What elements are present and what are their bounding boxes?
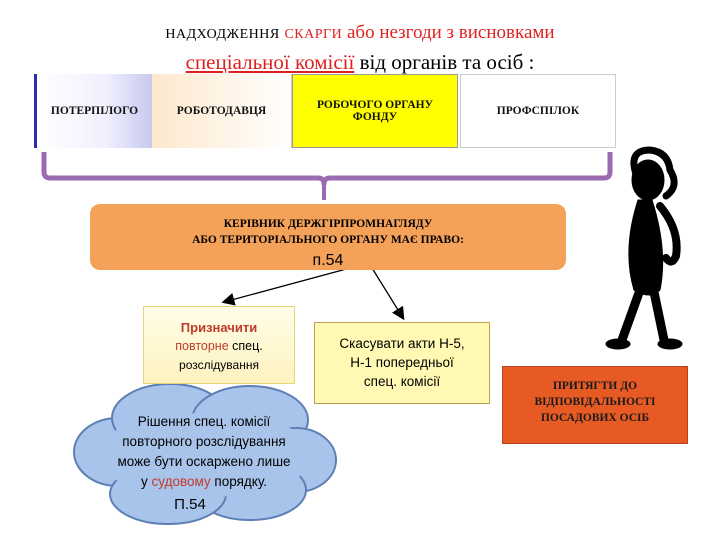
source-label-unions: ПРОФСПІЛОК <box>496 105 580 117</box>
note-line-2: повторного розслідування <box>122 434 286 449</box>
cancel-acts-line-1: Скасувати акти Н-5, <box>339 336 465 351</box>
reinvestigate-word-spec: спец. <box>228 339 263 353</box>
note-word-order: порядку. <box>210 474 267 489</box>
cancel-acts-box <box>314 322 490 404</box>
source-label-victim: ПОТЕРПІЛОГО <box>50 105 139 117</box>
cloud-fill <box>95 413 315 497</box>
note-word-in: у <box>141 474 152 489</box>
title-line-1: НАДХОДЖЕННЯ СКАРГИ або незгоди з висновк… <box>0 22 720 44</box>
authority-line-1: КЕРІВНИК ДЕРЖГІРПРОМНАГЛЯДУ <box>223 218 433 230</box>
title-word-complaint: СКАРГИ <box>284 27 343 42</box>
liability-line-3: ПОСАДОВИХ ОСІБ <box>540 412 650 424</box>
authority-line-2: АБО ТЕРИТОРІАЛЬНОГО ОРГАНУ МАЄ ПРАВО: <box>192 234 464 246</box>
arrow-to-reinvestigate <box>221 267 351 306</box>
note-line-1: Рішення спец. комісії <box>137 414 271 429</box>
note-line-4: у судовому порядку. <box>80 474 328 489</box>
source-box-employer: РОБОТОДАВЦЯ <box>152 74 292 148</box>
reinvestigate-line-1: Призначити <box>180 320 258 335</box>
cancel-acts-line-2: Н-1 попередньої <box>350 355 454 370</box>
source-box-unions: ПРОФСПІЛОК <box>460 74 616 148</box>
reinvestigate-box <box>143 306 295 384</box>
source-label-fund-line1: РОБОЧОГО ОРГАНУ <box>316 99 434 111</box>
title-word-receipt: НАДХОДЖЕННЯ <box>165 27 280 42</box>
title-word-or-disagreement: або незгоди з висновками <box>346 22 555 43</box>
liability-line-1: ПРИТЯГТИ ДО <box>552 380 638 392</box>
cancel-acts-line-3: спец. комісії <box>363 374 441 389</box>
note-word-court: судовому <box>151 474 211 489</box>
thinking-figure-icon <box>605 146 683 350</box>
note-line-3: може бути оскаржено лише <box>117 454 291 469</box>
reinvestigate-line-3: розслідування <box>179 358 259 372</box>
authority-ref: п.54 <box>312 252 344 269</box>
reinvestigate-line-2: повторне спец. <box>143 339 295 353</box>
source-label-fund-line2: ФОНДУ <box>352 111 398 123</box>
note-ref: П.54 <box>174 496 206 513</box>
liability-line-2: ВІДПОВІДАЛЬНОСТІ <box>534 396 656 408</box>
source-box-fund: РОБОЧОГО ОРГАНУ ФОНДУ <box>292 74 458 148</box>
title-from-bodies: від органів та осіб : <box>359 50 535 74</box>
liability-box <box>502 366 688 444</box>
reinvestigate-word-repeat: повторне <box>175 339 229 353</box>
grouping-brace <box>41 152 613 187</box>
title-line-2: спеціальної комісії від органів та осіб … <box>0 50 720 75</box>
arrow-to-cancel <box>371 267 405 321</box>
authority-box <box>90 204 566 270</box>
source-label-employer: РОБОТОДАВЦЯ <box>176 105 267 117</box>
title-special-commission: спеціальної комісії <box>185 50 355 74</box>
source-box-victim: ПОТЕРПІЛОГО <box>34 74 152 148</box>
